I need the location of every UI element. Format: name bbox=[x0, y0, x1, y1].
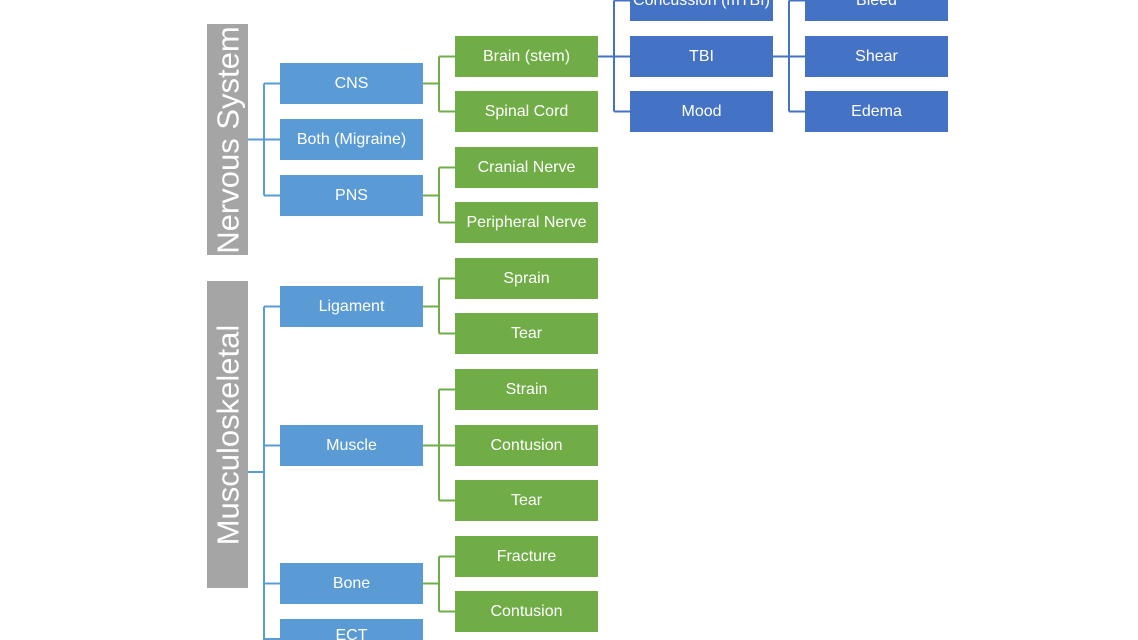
node-peripheral-nerve: Peripheral Nerve bbox=[455, 202, 598, 243]
node-cns: CNS bbox=[280, 63, 423, 104]
node-bone-contusion: Contusion bbox=[455, 591, 598, 632]
node-bone: Bone bbox=[280, 563, 423, 604]
node-ligament-tear: Tear bbox=[455, 313, 598, 354]
node-concussion-mtbi: Concussion (mTBI) bbox=[630, 0, 773, 21]
node-ligament: Ligament bbox=[280, 286, 423, 327]
root-musculoskeletal: Musculoskeletal bbox=[207, 281, 248, 588]
node-pns: PNS bbox=[280, 175, 423, 216]
node-edema: Edema bbox=[805, 91, 948, 132]
node-mood: Mood bbox=[630, 91, 773, 132]
root-nervous-system: Nervous System bbox=[207, 24, 248, 255]
root-musculoskeletal-label: Musculoskeletal bbox=[210, 324, 245, 545]
node-shear: Shear bbox=[805, 36, 948, 77]
root-nervous-system-label: Nervous System bbox=[210, 25, 245, 254]
node-fracture: Fracture bbox=[455, 536, 598, 577]
node-spinal-cord: Spinal Cord bbox=[455, 91, 598, 132]
node-both-migraine: Both (Migraine) bbox=[280, 119, 423, 160]
node-sprain: Sprain bbox=[455, 258, 598, 299]
node-brain-stem: Brain (stem) bbox=[455, 36, 598, 77]
node-cranial-nerve: Cranial Nerve bbox=[455, 147, 598, 188]
node-muscle: Muscle bbox=[280, 425, 423, 466]
node-bleed: Bleed bbox=[805, 0, 948, 21]
node-tbi: TBI bbox=[630, 36, 773, 77]
node-ect: ECT bbox=[280, 619, 423, 640]
node-muscle-contusion: Contusion bbox=[455, 425, 598, 466]
node-strain: Strain bbox=[455, 369, 598, 410]
node-muscle-tear: Tear bbox=[455, 480, 598, 521]
